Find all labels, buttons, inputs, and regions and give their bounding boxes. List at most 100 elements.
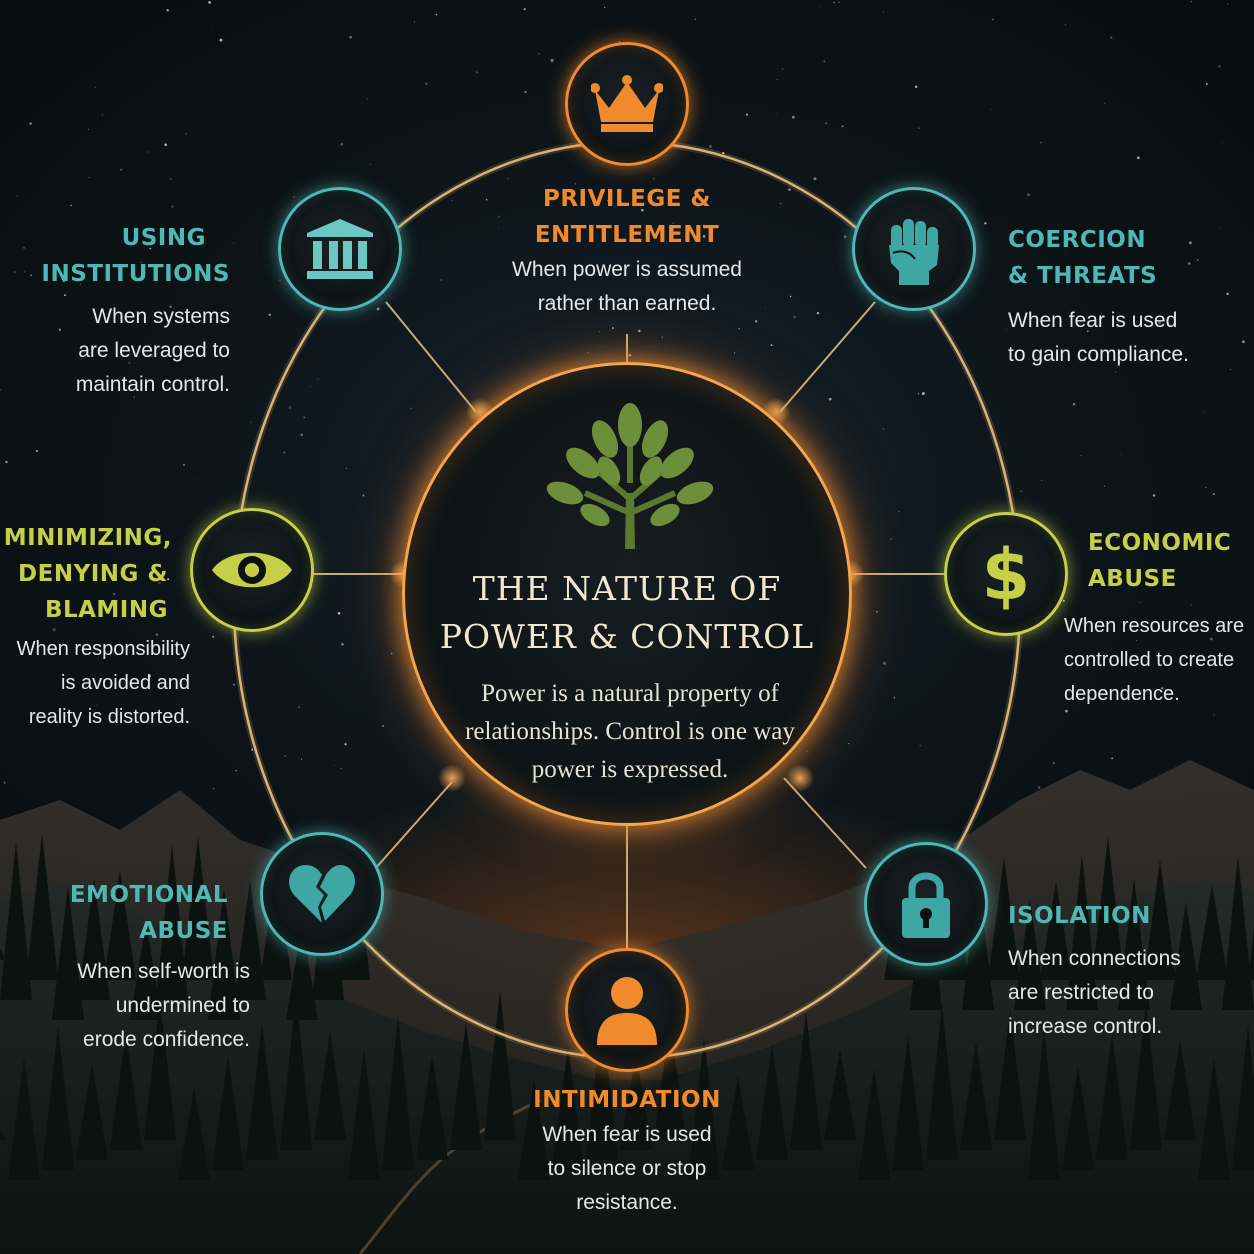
star (169, 305, 172, 308)
pine-tree (348, 1048, 380, 1180)
star (574, 183, 577, 185)
star (990, 108, 992, 110)
pine-tree (1248, 926, 1254, 980)
star (1052, 762, 1055, 764)
star (1188, 262, 1191, 265)
star (890, 538, 892, 540)
star (1226, 292, 1229, 295)
coercion-desc-2: to gain compliance. (1008, 343, 1189, 366)
emotional-desc-3: erode confidence. (83, 1028, 250, 1051)
star (376, 307, 380, 311)
star (882, 428, 884, 430)
star (1139, 602, 1141, 604)
star (917, 393, 920, 395)
star (300, 758, 303, 760)
star (475, 71, 478, 74)
star (279, 279, 281, 281)
connector-spokes (312, 301, 944, 948)
star (828, 397, 832, 401)
pine-tree (722, 1076, 754, 1170)
star (310, 385, 312, 387)
pine-tree (1232, 1026, 1254, 1170)
star (5, 460, 8, 464)
pine-tree (0, 842, 32, 1000)
institutions-desc-1: When systems (92, 305, 230, 328)
star (738, 327, 740, 330)
center-title: THE NATURE OF POWER & CONTROL (405, 565, 849, 661)
economic-node: $ (944, 512, 1068, 636)
star (149, 247, 152, 250)
star (848, 742, 850, 745)
star (164, 143, 167, 146)
pine-tree (824, 1050, 856, 1140)
star (79, 283, 82, 286)
pine-tree (994, 1010, 1026, 1140)
star (823, 60, 826, 63)
star (991, 18, 994, 21)
star (498, 226, 499, 228)
pine-tree (76, 1064, 108, 1160)
star (1205, 486, 1207, 489)
star (148, 674, 151, 678)
star (581, 199, 585, 203)
star (914, 85, 918, 89)
star (661, 336, 663, 338)
emotional-desc-2: undermined to (115, 994, 250, 1017)
star (13, 271, 16, 274)
star (284, 755, 286, 757)
star (362, 494, 365, 497)
star (984, 222, 987, 225)
star (233, 683, 235, 686)
privilege-label: PRIVILEGE & ENTITLEMENT When power is as… (470, 181, 784, 321)
pine-tree (450, 1022, 482, 1150)
pine-tree (42, 1026, 74, 1170)
padlock-icon (902, 872, 950, 938)
pine-tree (110, 1032, 142, 1150)
star (1213, 714, 1215, 716)
star (133, 396, 136, 398)
star (833, 1, 836, 4)
intimidation-title-1: INTIMIDATION (533, 1087, 721, 1113)
star (1040, 141, 1042, 144)
star (898, 510, 900, 512)
star (194, 478, 196, 480)
star (709, 145, 712, 148)
emotional-title-2: ABUSE (139, 918, 228, 944)
star (694, 18, 697, 21)
star (211, 29, 212, 31)
star (843, 235, 847, 238)
star (1065, 709, 1068, 713)
intimidation-node (565, 948, 689, 1072)
star (918, 127, 920, 129)
star (140, 261, 142, 264)
star (167, 578, 170, 581)
institutions-desc-2: are leveraged to (78, 339, 230, 362)
star (776, 79, 778, 81)
star (88, 176, 90, 178)
star (87, 128, 89, 130)
economic-desc-3: dependence. (1064, 683, 1180, 705)
star (349, 35, 352, 39)
pine-tree (286, 924, 318, 1020)
star (838, 1, 840, 3)
pine-tree (234, 880, 266, 1000)
star (791, 115, 795, 119)
star (779, 202, 782, 205)
star (1020, 490, 1023, 493)
star (587, 351, 590, 354)
star (1196, 259, 1199, 261)
minimizing-desc-3: reality is distorted. (28, 706, 190, 728)
star (340, 767, 342, 770)
coercion-node (852, 187, 976, 311)
pine-tree (1164, 1040, 1196, 1140)
star (770, 344, 773, 347)
economic-desc-1: When resources are (1064, 615, 1245, 637)
star (24, 271, 26, 273)
coercion-label: COERCION & THREATS When fear is used to … (1008, 222, 1248, 372)
star (101, 114, 104, 116)
star (0, 388, 2, 391)
privilege-desc-2: rather than earned. (537, 292, 717, 315)
star (303, 416, 306, 419)
star (334, 764, 335, 766)
